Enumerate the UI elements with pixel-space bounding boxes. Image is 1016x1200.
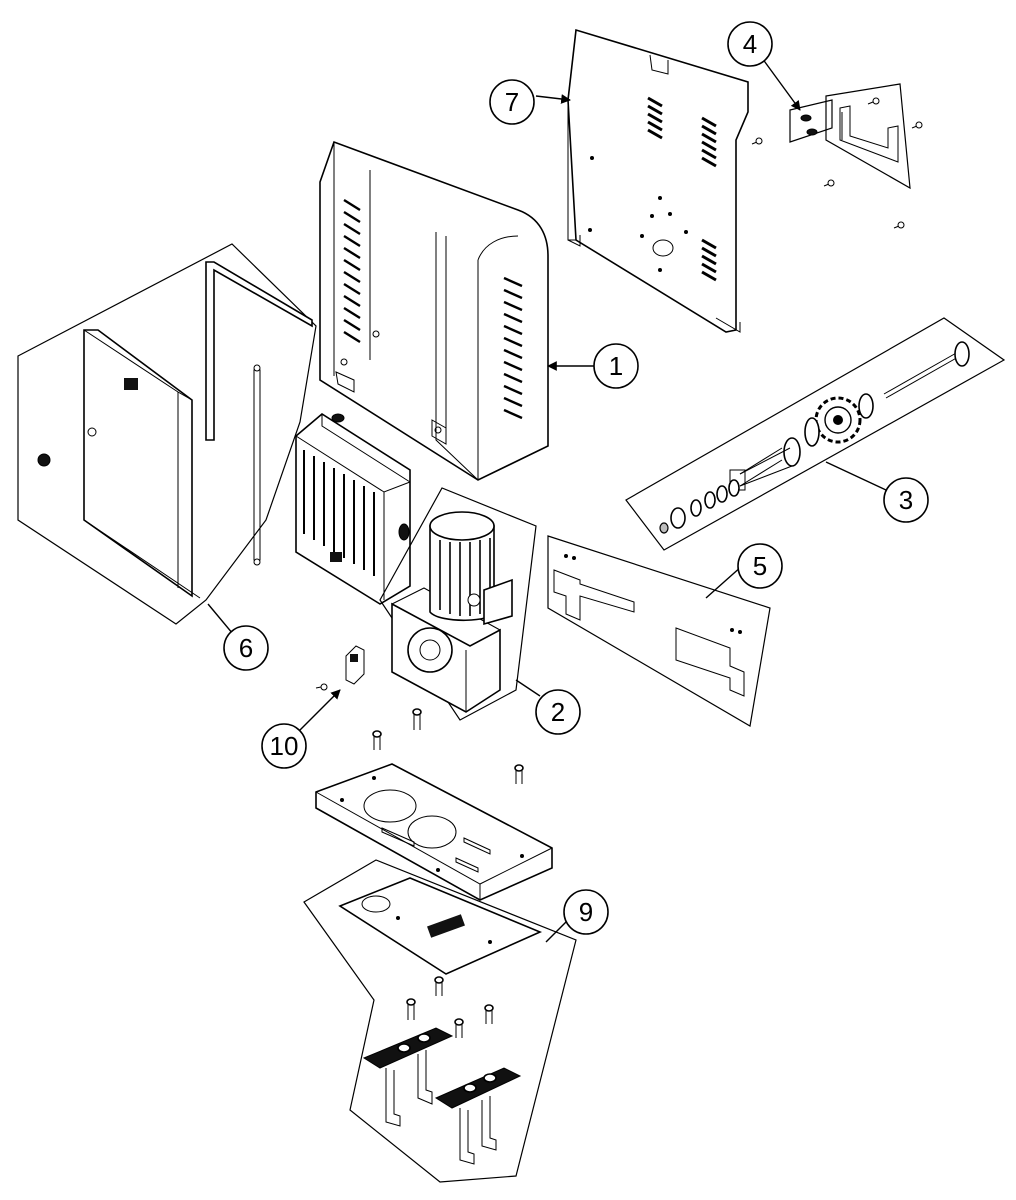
callout-6: 6 [223, 625, 269, 671]
bracket-assembly [751, 83, 923, 229]
callout-9: 9 [563, 889, 609, 935]
callout-1: 1 [593, 343, 639, 389]
rear-mounting-plate [567, 28, 749, 333]
callout-10: 10 [261, 723, 307, 769]
callout-1-label: 1 [609, 351, 623, 381]
callout-6-label: 6 [239, 633, 253, 663]
motor-gearbox [379, 487, 537, 721]
control-box [295, 413, 411, 605]
callout-4-label: 4 [743, 29, 757, 59]
callout-2-label: 2 [551, 697, 565, 727]
door-group [17, 243, 317, 625]
callout-7-label: 7 [505, 87, 519, 117]
callout-3-label: 3 [899, 485, 913, 515]
base-plate [315, 763, 553, 901]
shaft-gear-assembly [625, 317, 1006, 551]
callout-7: 7 [489, 79, 535, 125]
callout-5: 5 [737, 543, 783, 589]
callout-4: 4 [727, 21, 773, 67]
callout-5-label: 5 [753, 551, 767, 581]
callout-2: 2 [535, 689, 581, 735]
gear-icon [814, 396, 862, 444]
anchor-plate-group [303, 859, 577, 1183]
mounting-brackets [547, 535, 771, 727]
main-cover [319, 140, 549, 481]
small-bracket [315, 645, 365, 691]
callout-3: 3 [883, 477, 929, 523]
callout-10-label: 10 [270, 731, 299, 761]
callout-9-label: 9 [579, 897, 593, 927]
